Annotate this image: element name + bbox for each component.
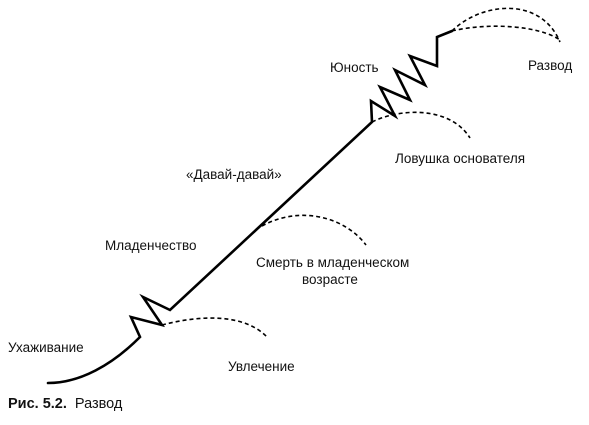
main-lifecycle-curve [46, 29, 454, 385]
infatuation-dashed-curve [161, 317, 269, 339]
lifecycle-divorce-diagram: Ухаживание Увлечение Младенчество Смерть… [8, 7, 572, 385]
label-courtship: Ухаживание [8, 340, 84, 355]
figure-title: Развод [74, 396, 123, 412]
label-infatuation: Увлечение [228, 359, 295, 374]
label-founder-trap: Ловушка основателя [395, 151, 525, 166]
infant-mortality-dashed-curve [261, 214, 367, 246]
label-infant-mortality-line1: Смерть в младенческом [256, 255, 409, 270]
label-infant-mortality-line2: возрасте [302, 272, 358, 287]
label-go-go: «Давай-давай» [186, 167, 282, 182]
divorce-dashed-curve-upper [451, 7, 561, 43]
figure-number: Рис. 5.2. [8, 396, 67, 412]
label-adolescence: Юность [330, 60, 379, 75]
figure-caption: Рис. 5.2. Развод [8, 396, 122, 412]
founder-trap-dashed-curve [371, 111, 471, 139]
divorce-dashed-curve-lower [451, 25, 561, 41]
label-divorce: Развод [528, 58, 572, 73]
label-infancy: Младенчество [105, 238, 196, 253]
